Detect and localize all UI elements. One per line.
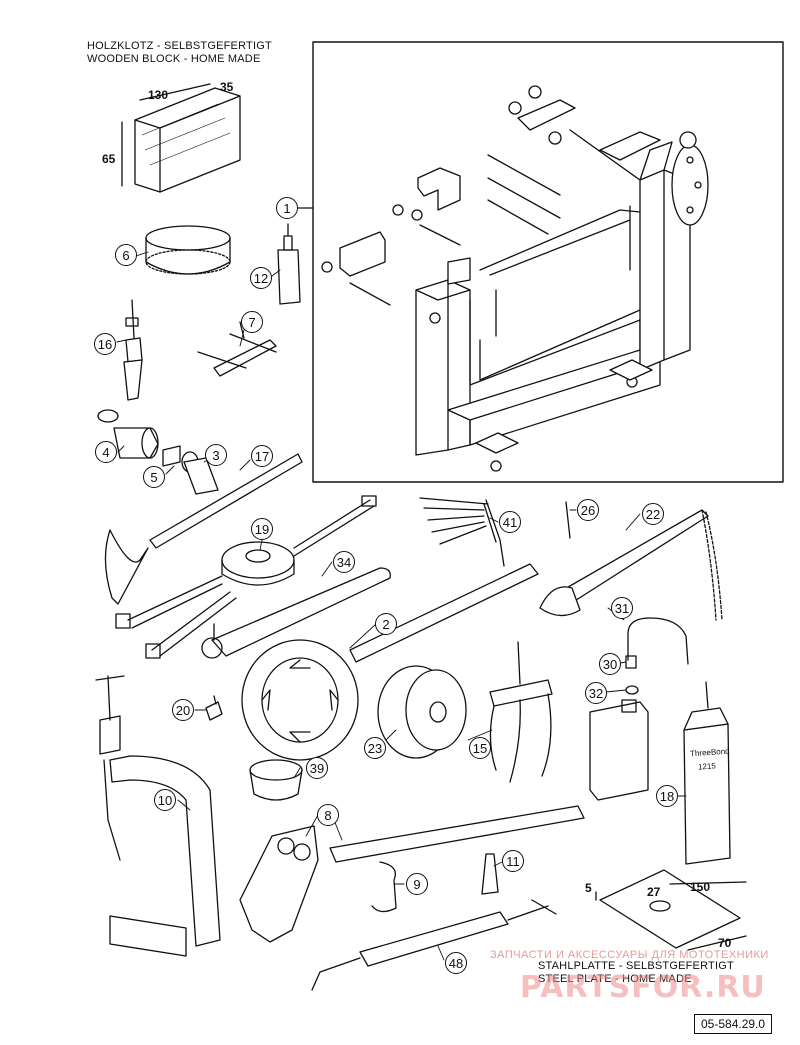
key-34-drawing xyxy=(201,567,391,659)
loctite-bottle-drawing xyxy=(277,223,301,305)
bottle-11-drawing xyxy=(481,853,499,895)
flywheel-puller-drawing xyxy=(377,665,467,759)
callout-34: 34 xyxy=(333,551,355,573)
wooden-block-note-de: HOLZKLOTZ - SELBSTGEFERTIGT xyxy=(87,40,272,52)
callout-7: 7 xyxy=(241,311,263,333)
pin-26-drawing xyxy=(565,501,571,539)
callout-1: 1 xyxy=(276,197,298,219)
puller-16-drawing xyxy=(123,299,143,401)
ring-clamp-drawing xyxy=(145,225,231,275)
wooden-block-note-en: WOODEN BLOCK - HOME MADE xyxy=(87,53,261,65)
bushings-drawing xyxy=(97,409,219,495)
plate-length-dimension: 150 xyxy=(690,880,711,894)
callout-32: 32 xyxy=(585,682,607,704)
callout-3: 3 xyxy=(205,444,227,466)
fixture-7-drawing xyxy=(197,321,277,377)
screw-20-drawing xyxy=(205,695,223,721)
callout-12: 12 xyxy=(250,267,272,289)
steel-plate-note-en: STEEL PLATE - HOME MADE xyxy=(538,973,692,985)
socket-39-drawing xyxy=(249,759,303,801)
engine-stand-box xyxy=(312,41,784,483)
callout-23: 23 xyxy=(364,737,386,759)
hex-keys-drawing xyxy=(419,497,505,567)
block-height-dimension: 65 xyxy=(102,152,116,166)
callout-8: 8 xyxy=(317,804,339,826)
callout-10: 10 xyxy=(154,789,176,811)
grease-gun-drawing xyxy=(311,899,557,991)
callout-16: 16 xyxy=(94,333,116,355)
u-clip-31-drawing xyxy=(627,617,689,665)
callout-2: 2 xyxy=(375,613,397,635)
callout-22: 22 xyxy=(642,503,664,525)
callout-4: 4 xyxy=(95,441,117,463)
callout-19: 19 xyxy=(251,518,273,540)
callout-6: 6 xyxy=(115,244,137,266)
reference-code: 05-584.29.0 xyxy=(694,1014,773,1034)
threebond-tube-drawing xyxy=(683,681,731,865)
callout-18: 18 xyxy=(656,785,678,807)
callout-9: 9 xyxy=(406,873,428,895)
steel-plate-drawing xyxy=(595,869,747,951)
callout-20: 20 xyxy=(172,699,194,721)
chain-holder-drawing xyxy=(539,509,723,621)
plate-width-dimension: 70 xyxy=(718,936,732,950)
callout-31: 31 xyxy=(611,597,633,619)
tool-19-drawing xyxy=(115,495,377,659)
part-32-drawing xyxy=(625,685,639,695)
leader-lines xyxy=(116,251,687,961)
puller-15-drawing xyxy=(489,641,553,783)
callout-41: 41 xyxy=(499,511,521,533)
callout-15: 15 xyxy=(469,737,491,759)
wooden-block-drawing xyxy=(121,83,241,193)
block-length-dimension: 130 xyxy=(148,88,169,102)
wrench-2-drawing xyxy=(241,563,539,761)
plate-thickness-dimension: 5 xyxy=(585,881,592,895)
plate-hole-dimension: 27 xyxy=(647,885,661,899)
block-width-dimension: 35 xyxy=(220,80,234,94)
callout-30: 30 xyxy=(599,653,621,675)
callout-5: 5 xyxy=(143,466,165,488)
oil-can-drawing xyxy=(589,699,649,801)
callout-48: 48 xyxy=(445,952,467,974)
watermark-logo: PARTSFOR.RU xyxy=(520,970,766,1005)
handle-9-drawing xyxy=(371,861,397,913)
valve-spring-compressor-drawing xyxy=(95,675,221,957)
callout-11: 11 xyxy=(502,850,524,872)
tube-code-label: 1215 xyxy=(697,761,717,772)
rod-17-drawing xyxy=(104,453,303,605)
watermark-text: ЗАПЧАСТИ И АКСЕССУАРЫ ДЛЯ МОТОТЕХНИКИ xyxy=(490,949,769,961)
callout-26: 26 xyxy=(577,499,599,521)
holder-8-drawing xyxy=(239,805,585,943)
steel-plate-note-de: STAHLPLATTE - SELBSTGEFERTIGT xyxy=(538,960,734,972)
callout-17: 17 xyxy=(251,445,273,467)
engine-stand-drawing xyxy=(321,85,709,472)
callout-39: 39 xyxy=(306,757,328,779)
